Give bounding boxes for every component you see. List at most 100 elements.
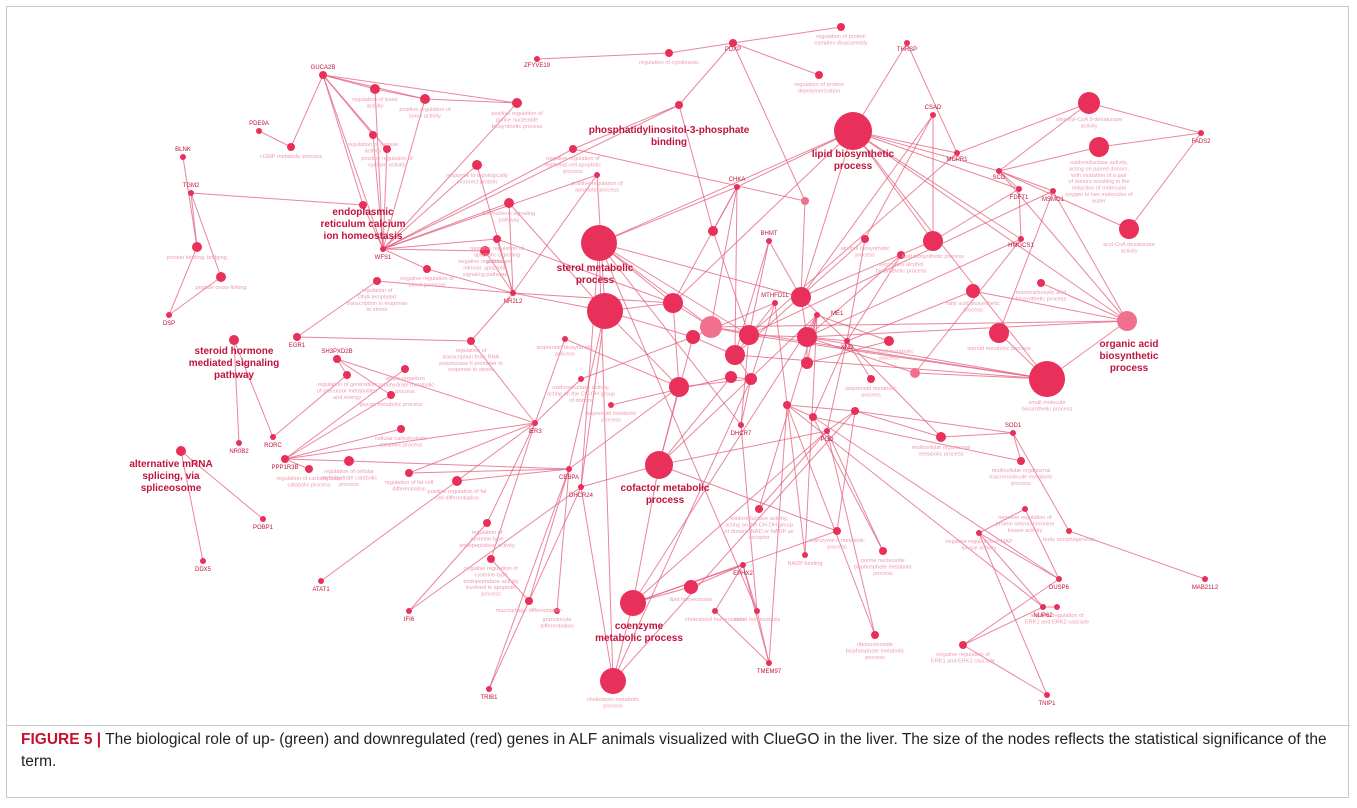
network-edge — [1024, 508, 1060, 580]
network-edge — [382, 248, 428, 270]
term-node-t40 — [1089, 137, 1109, 157]
network-edge — [290, 74, 324, 148]
network-edge — [852, 130, 1000, 172]
network-edge — [932, 188, 1020, 242]
term-node-t46 — [1017, 457, 1025, 465]
network-nodes — [166, 23, 1208, 698]
network-edge — [748, 152, 958, 336]
major-term-node-er_calcium — [359, 201, 367, 209]
gene-node-csad — [930, 112, 936, 118]
network-edge — [382, 248, 486, 252]
term-label-t57: lipid biosynthetic process — [902, 254, 964, 260]
network-edge — [658, 376, 732, 466]
network-edge — [826, 410, 856, 432]
gene-label-scd: SCD — [993, 175, 1006, 181]
term-node-t52 — [833, 527, 841, 535]
hub-node — [663, 293, 683, 313]
network-edge — [786, 404, 876, 636]
major-term-line: splicing, via — [142, 471, 200, 482]
network-edge — [556, 468, 570, 612]
network-edge — [812, 416, 1060, 580]
gene-label-sh3pxd2b: SH3PXD2B — [321, 349, 352, 355]
figure-caption: FIGURE 5 | The biological role of up- (g… — [21, 729, 1339, 773]
gene-label-atat1: ATAT1 — [312, 587, 330, 593]
network-edge — [672, 302, 680, 388]
network-edge — [580, 310, 606, 488]
network-edge — [956, 102, 1090, 154]
hub-node — [725, 371, 737, 383]
term-node-t29 — [487, 555, 495, 563]
gene-node-fads2 — [1198, 130, 1204, 136]
gene-node-nup62 — [1040, 604, 1046, 610]
network-edge — [800, 130, 854, 298]
term-node-t37 — [712, 608, 718, 614]
network-edge — [800, 200, 806, 298]
network-edge — [734, 186, 738, 356]
network-edge — [1128, 132, 1202, 230]
network-edge — [710, 186, 738, 328]
network-edge — [632, 430, 828, 604]
network-edge — [1012, 432, 1022, 462]
major-term-line: alternative mRNA — [129, 459, 212, 470]
gene-node-mcpr1 — [954, 150, 960, 156]
network-edge — [598, 130, 854, 244]
network-edge — [1098, 132, 1202, 148]
network-edge — [382, 102, 518, 250]
network-edge — [714, 610, 770, 664]
caption-text: The biological role of up- (green) and d… — [21, 731, 1327, 770]
term-label-t54: oxidoreductase activity,acting on the CH… — [724, 516, 793, 541]
gene-label-trib1: TRIB1 — [480, 695, 498, 701]
term-node-t3 — [512, 98, 522, 108]
gene-label-nr0b2: NR0B2 — [229, 449, 249, 455]
network-edge — [284, 368, 406, 460]
network-edge — [580, 336, 694, 380]
major-term-line: endoplasmic — [332, 207, 394, 218]
network-edge — [852, 130, 1020, 190]
network-edge — [800, 114, 934, 298]
network-edge — [284, 422, 536, 460]
gene-node-thrsp — [904, 40, 910, 46]
network-edge — [284, 394, 392, 460]
network-edge — [484, 250, 514, 294]
gene-label-thrsp: THRSP — [897, 47, 917, 53]
gene-label-ifi6: IFI6 — [404, 617, 415, 623]
term-node-t31 — [554, 608, 560, 614]
network-edge — [376, 280, 514, 294]
network-edge — [852, 130, 1022, 240]
network-edge — [336, 358, 392, 396]
gene-label-pobp1: POBP1 — [253, 525, 274, 531]
network-edge — [382, 104, 680, 250]
network-edge — [758, 430, 828, 510]
gene-node-zfyve19 — [534, 56, 540, 62]
network-edge — [658, 314, 818, 466]
network-edge — [998, 170, 1130, 230]
network-edge — [812, 416, 884, 552]
term-label-t53: NADP binding — [787, 561, 822, 567]
hub-node — [851, 407, 859, 415]
network-edge — [612, 602, 634, 682]
network-edge — [168, 246, 198, 316]
gene-node-ifi6 — [406, 608, 412, 614]
gene-node-hmgcs1 — [1018, 236, 1024, 242]
network-edge — [978, 508, 1026, 534]
term-node-t28 — [483, 519, 491, 527]
